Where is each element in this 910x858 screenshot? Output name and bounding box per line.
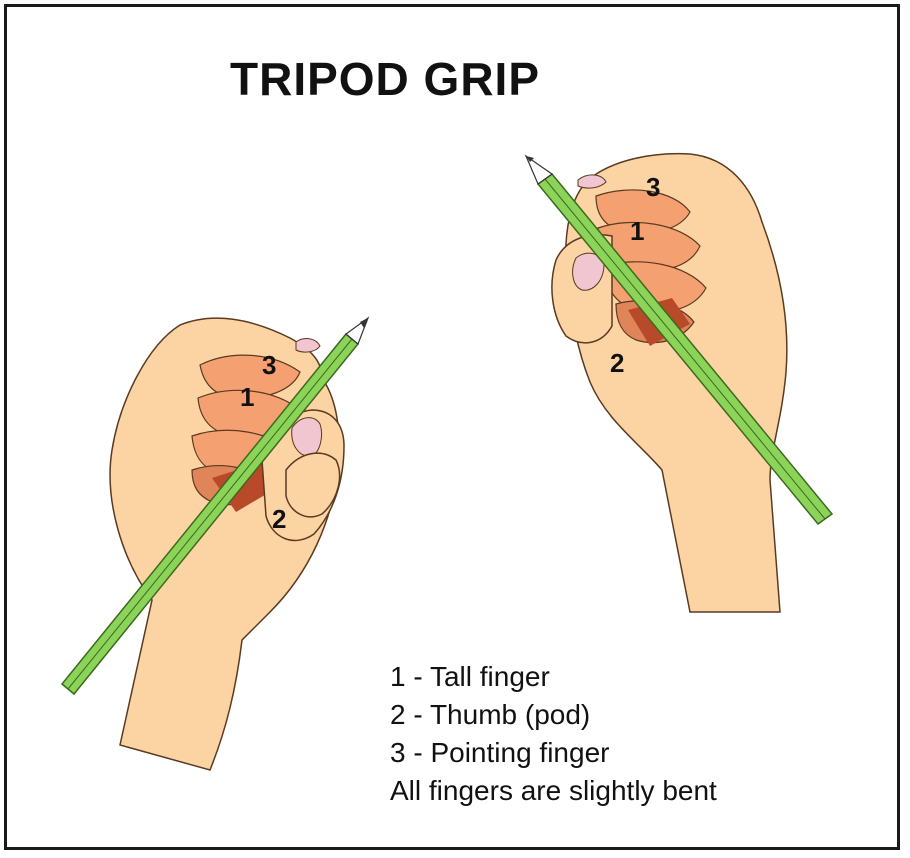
left-finger-band-1 — [199, 354, 301, 399]
diagram-title: TRIPOD GRIP — [230, 53, 541, 105]
right-pointing-nail — [577, 174, 607, 189]
right-finger-band-1 — [595, 189, 691, 234]
legend-item-pointing-finger: 3 - Pointing finger — [390, 737, 610, 768]
legend-item-thumb: 2 - Thumb (pod) — [390, 699, 591, 730]
left-label-pointing-finger: 3 — [262, 350, 276, 380]
left-thumb-tip — [285, 452, 341, 518]
legend-item-tall-finger: 1 - Tall finger — [390, 661, 550, 692]
right-label-thumb: 2 — [610, 348, 624, 378]
right-hand: 3 1 2 — [524, 152, 834, 613]
right-label-pointing-finger: 3 — [646, 172, 660, 202]
legend: 1 - Tall finger 2 - Thumb (pod) 3 - Poin… — [390, 658, 717, 810]
right-label-tall-finger: 1 — [630, 216, 644, 246]
right-thumb-nail — [572, 252, 605, 291]
left-pointing-nail — [295, 338, 321, 353]
right-pencil — [524, 154, 834, 526]
left-label-tall-finger: 1 — [240, 382, 254, 412]
left-pencil — [60, 316, 370, 696]
left-thumb-nail — [291, 417, 323, 457]
legend-item-note: All fingers are slightly bent — [390, 775, 717, 806]
left-hand: 3 1 2 — [60, 316, 370, 771]
left-label-thumb: 2 — [272, 504, 286, 534]
